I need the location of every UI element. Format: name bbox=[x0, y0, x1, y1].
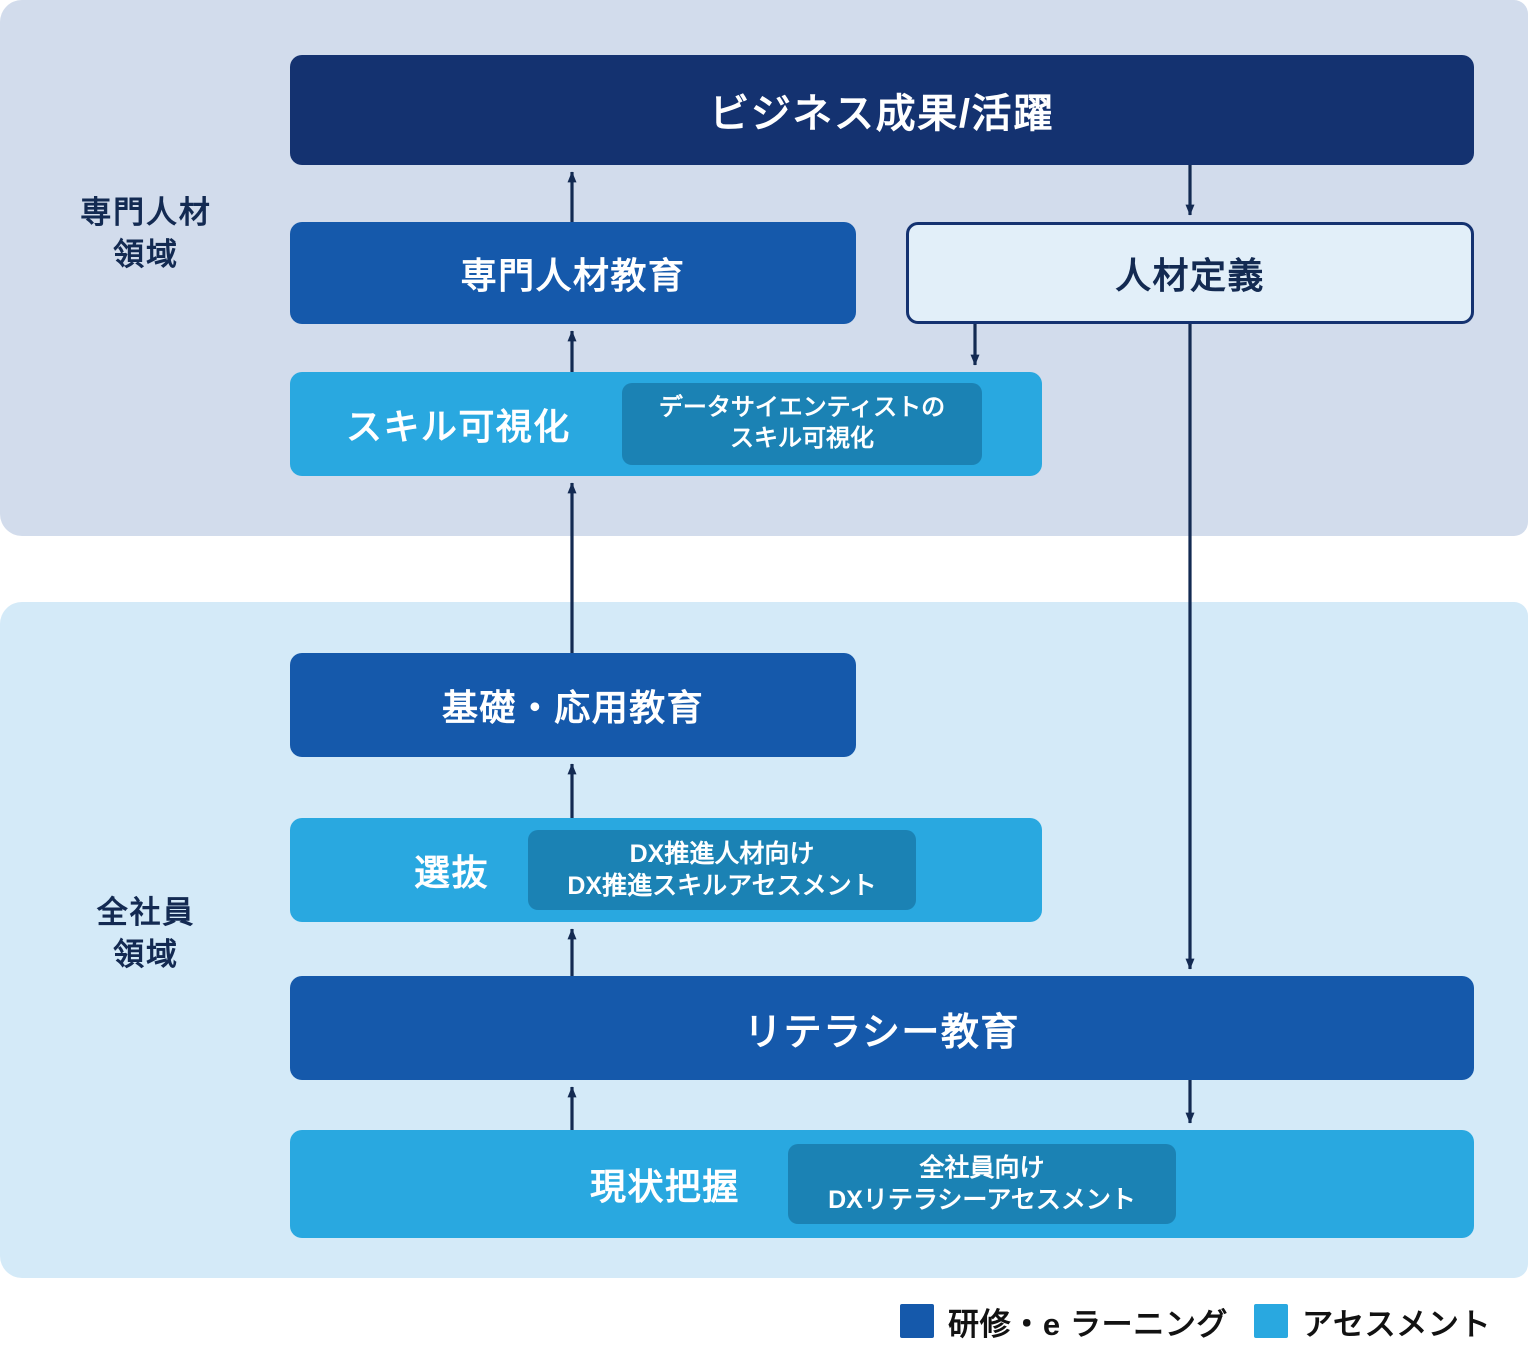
box-current-status[interactable]: 現状把握 全社員向け DXリテラシーアセスメント bbox=[290, 1130, 1474, 1238]
box-skill-visualization[interactable]: スキル可視化 データサイエンティストの スキル可視化 bbox=[290, 372, 1042, 476]
box-skill-visualization-label: スキル可視化 bbox=[346, 406, 571, 447]
box-basic-applied-education[interactable]: 基礎・応用教育 bbox=[290, 653, 856, 757]
chip-current-status: 全社員向け DXリテラシーアセスメント bbox=[788, 1144, 1176, 1224]
box-specialist-education[interactable]: 専門人材教育 bbox=[290, 222, 856, 324]
legend-item-assessment: アセスメント bbox=[1254, 1299, 1491, 1344]
legend-item-training: 研修・e ラーニング bbox=[900, 1299, 1228, 1344]
box-basic-applied-education-label: 基礎・応用教育 bbox=[441, 687, 705, 728]
chip-skill-visualization: データサイエンティストの スキル可視化 bbox=[622, 383, 982, 465]
box-selection[interactable]: 選抜 DX推進人材向け DX推進スキルアセスメント bbox=[290, 818, 1042, 922]
region-label-allstaff: 全社員 領域 bbox=[96, 895, 196, 972]
chip-selection: DX推進人材向け DX推進スキルアセスメント bbox=[528, 830, 916, 910]
box-literacy-education-label: リテラシー教育 bbox=[744, 1011, 1020, 1054]
box-selection-label: 選抜 bbox=[414, 852, 489, 893]
region-label-specialist: 専門人材 領域 bbox=[80, 195, 212, 272]
box-specialist-education-label: 専門人材教育 bbox=[460, 255, 686, 296]
box-current-status-label: 現状把握 bbox=[590, 1166, 740, 1207]
legend: 研修・e ラーニング アセスメント bbox=[900, 1298, 1528, 1344]
box-business-outcome[interactable]: ビジネス成果/活躍 bbox=[290, 55, 1474, 165]
box-literacy-education[interactable]: リテラシー教育 bbox=[290, 976, 1474, 1080]
legend-label-assessment: アセスメント bbox=[1302, 1306, 1492, 1342]
box-talent-definition[interactable]: 人材定義 bbox=[906, 222, 1474, 324]
box-business-outcome-label: ビジネス成果/活躍 bbox=[709, 92, 1055, 136]
legend-swatch-assessment-icon bbox=[1254, 1304, 1289, 1338]
box-talent-definition-label: 人材定義 bbox=[1115, 255, 1265, 296]
legend-swatch-training-icon bbox=[900, 1304, 934, 1338]
legend-label-training: 研修・e ラーニング bbox=[948, 1306, 1229, 1342]
